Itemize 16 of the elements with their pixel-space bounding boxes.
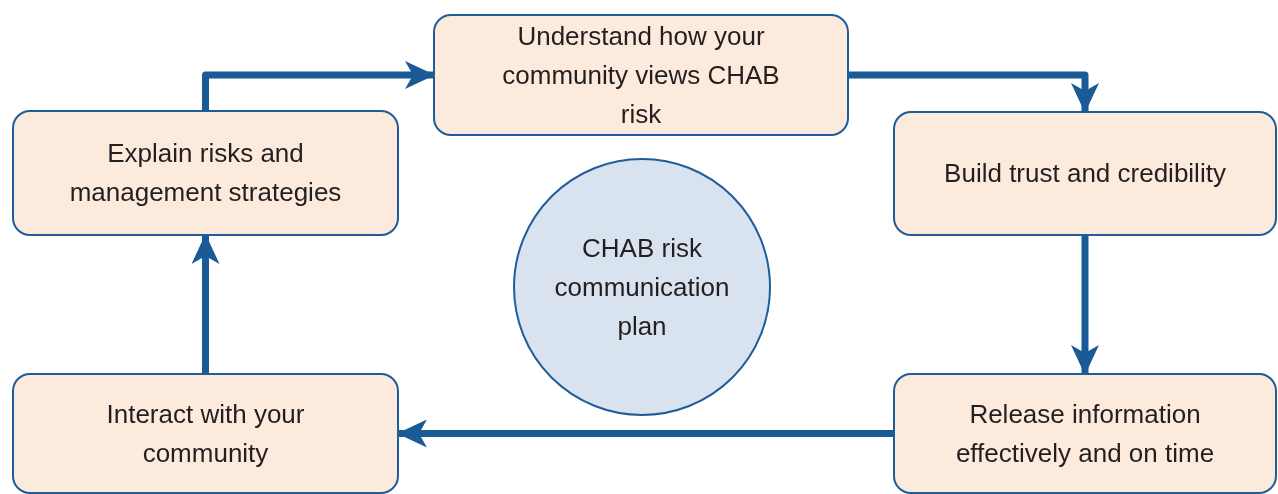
arrow: [202, 61, 435, 110]
arrow: [397, 419, 893, 448]
step-text: Build trust and credibility: [944, 157, 1226, 190]
process-box: [893, 111, 1277, 236]
step-text: CHAB risk communication plan: [553, 231, 731, 343]
process-box: [12, 110, 399, 236]
process-box: [433, 14, 849, 136]
arrow: [1071, 236, 1099, 375]
step-text: Explain risks and management strategies: [68, 137, 343, 209]
step-text: Interact with your community: [105, 397, 306, 470]
process-box: [12, 373, 399, 494]
arrow: [191, 234, 220, 373]
arrow: [849, 71, 1099, 113]
process-box: [893, 373, 1277, 494]
step-text: Understand how your community views CHAB risk: [501, 19, 781, 131]
step-text: Release information effectively and on time: [954, 397, 1216, 470]
